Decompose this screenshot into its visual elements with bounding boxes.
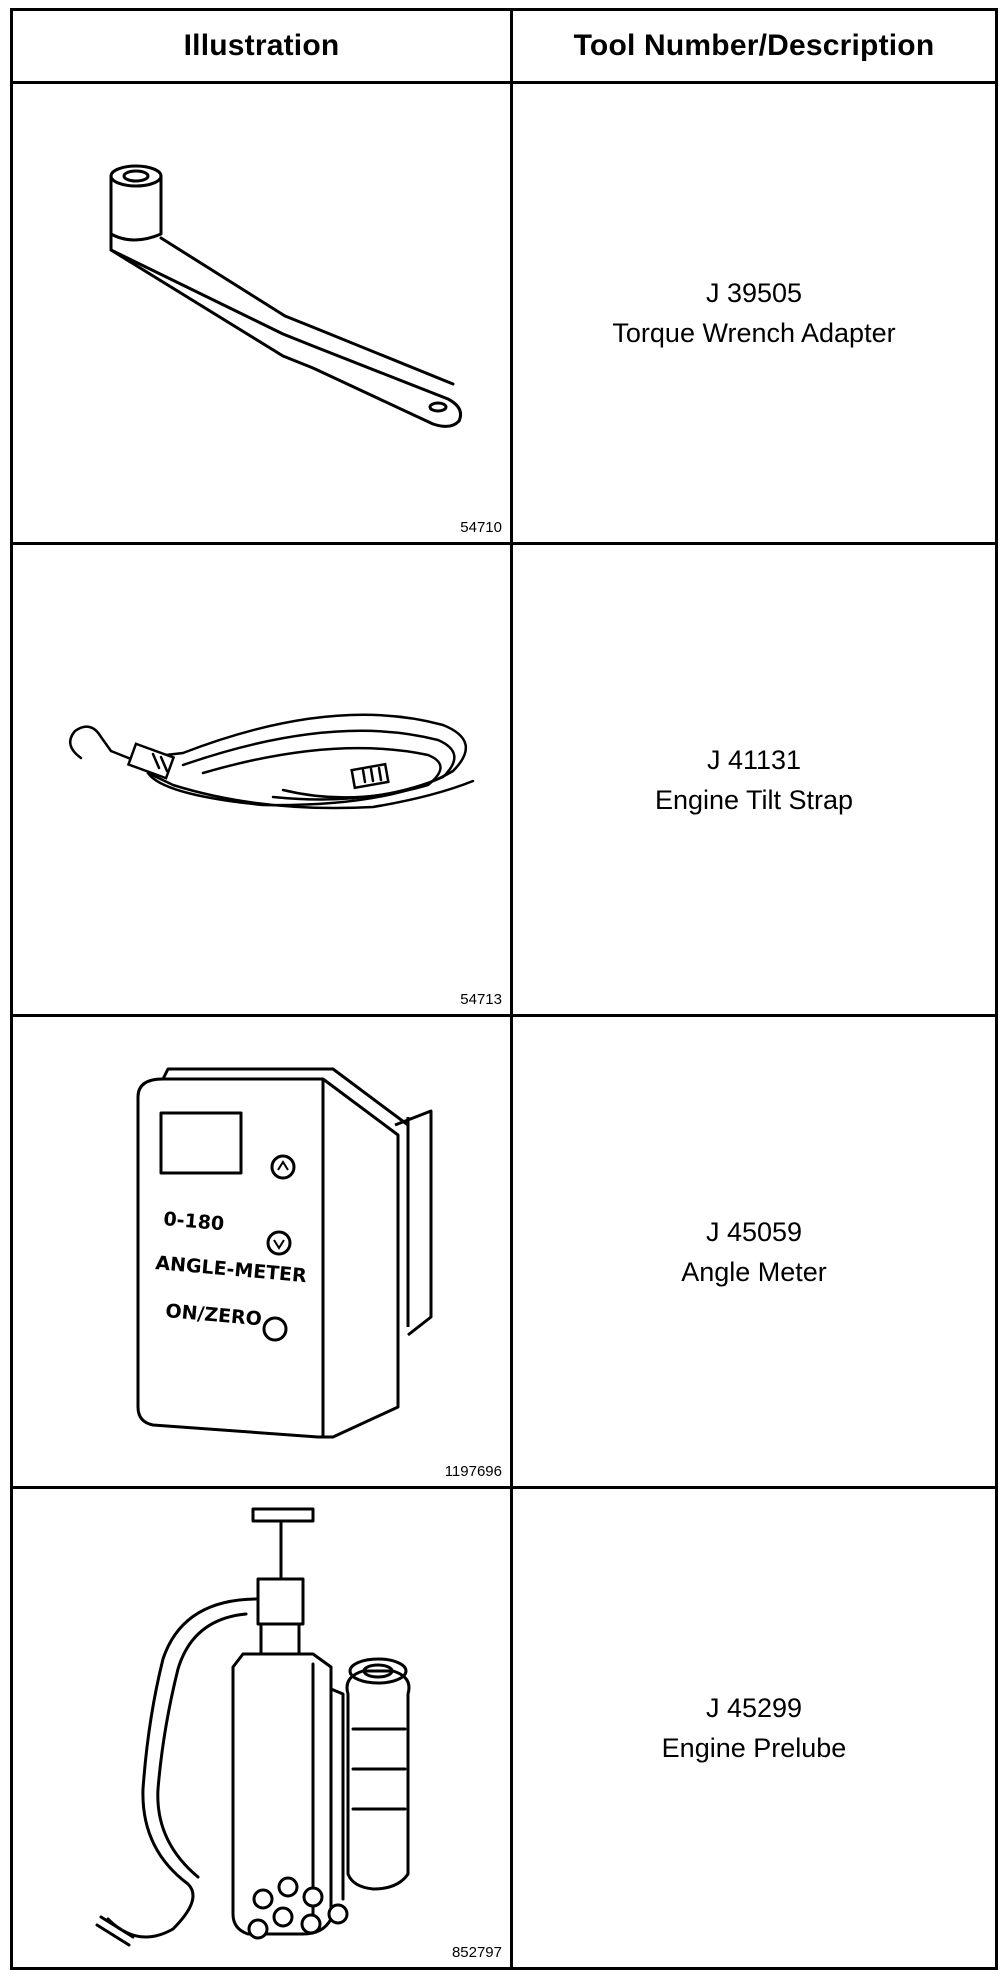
engine-prelube-illustration <box>95 1507 411 1947</box>
table-row-description: J 41131 Engine Tilt Strap <box>513 545 995 1014</box>
special-tools-table: Illustration Tool Number/Description 547… <box>10 8 998 1970</box>
table-row-figure: 54713 <box>13 545 510 1014</box>
row-divider <box>13 542 995 545</box>
tool-name: Engine Prelube <box>661 1733 847 1763</box>
angle-meter-illustration: 0-180 ANGLE-METER ON/ZERO <box>136 1067 433 1439</box>
meter-button-label: ON/ZERO <box>165 1300 263 1330</box>
meter-title-label: ANGLE-METER <box>155 1252 308 1287</box>
engine-tilt-strap-illustration <box>68 713 475 810</box>
figure-code: 54710 <box>460 519 502 536</box>
figure-code: 1197696 <box>444 1463 502 1480</box>
table-row-figure: 54710 <box>13 84 510 542</box>
header-illustration: Illustration <box>183 29 340 62</box>
figure-code: 54713 <box>460 991 502 1008</box>
column-divider <box>510 11 513 1967</box>
table-row-description: J 45299 Engine Prelube <box>513 1489 995 1967</box>
header-tool-description: Tool Number/Description <box>573 29 935 62</box>
row-divider <box>13 1486 995 1489</box>
tool-number: J 45299 <box>705 1693 803 1723</box>
table-row-figure: 852797 <box>13 1489 510 1967</box>
torque-wrench-adapter-illustration <box>109 164 463 428</box>
tool-number: J 41131 <box>706 744 802 775</box>
tool-number: J 39505 <box>705 278 803 308</box>
meter-range-label: 0-180 <box>163 1208 225 1235</box>
tool-name: Angle Meter <box>681 1256 827 1287</box>
tool-number: J 45059 <box>705 1216 803 1247</box>
row-divider <box>13 1014 995 1017</box>
header-divider <box>13 81 995 84</box>
table-row-description: J 39505 Torque Wrench Adapter <box>513 84 995 542</box>
table-row-figure: 0-180 ANGLE-METER ON/ZERO 1197696 <box>13 1017 510 1486</box>
tool-name: Engine Tilt Strap <box>654 784 854 815</box>
figure-code: 852797 <box>451 1944 502 1961</box>
tool-name: Torque Wrench Adapter <box>612 318 896 348</box>
table-row-description: J 45059 Angle Meter <box>513 1017 995 1486</box>
